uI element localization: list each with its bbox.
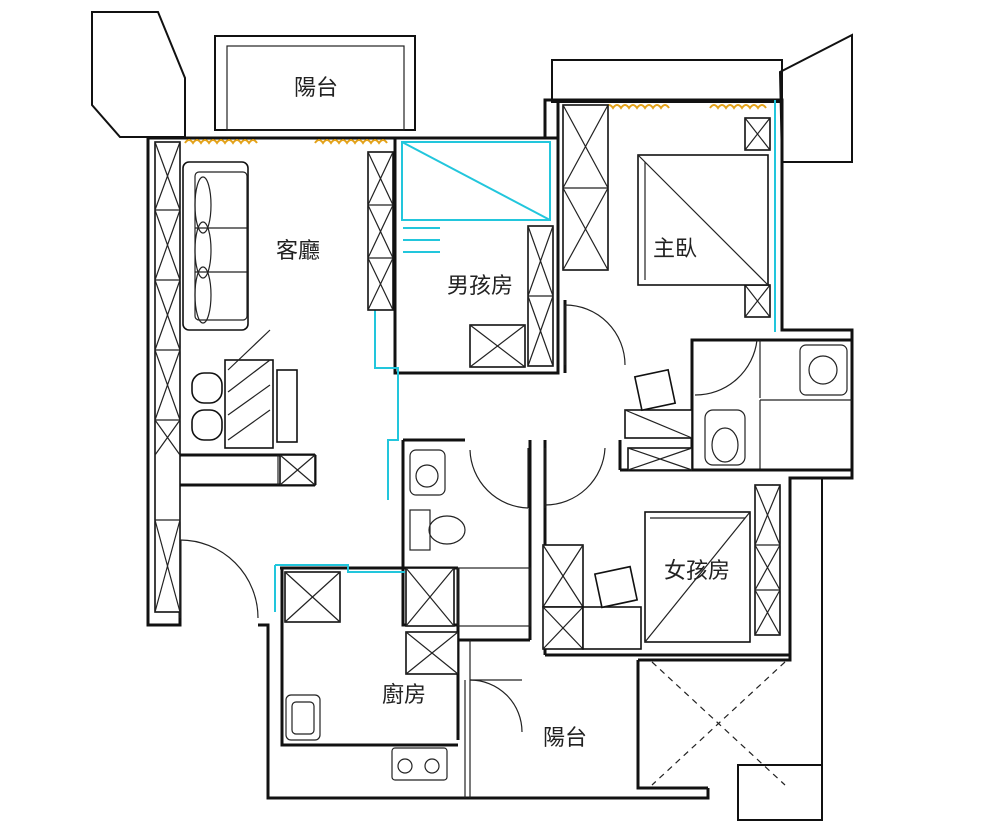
kitchen-fixtures bbox=[285, 694, 448, 781]
void-balcony bbox=[651, 661, 786, 786]
label-kitchen: 廚房 bbox=[382, 683, 426, 708]
doors bbox=[179, 304, 761, 733]
master-bath-fixtures bbox=[704, 344, 848, 466]
girls-bed bbox=[644, 511, 751, 643]
living-left-cabinets bbox=[154, 141, 181, 613]
guest-bath-fixtures bbox=[405, 449, 531, 627]
exterior-walls bbox=[91, 11, 854, 821]
girls-room-cabinets bbox=[542, 484, 781, 650]
room-labels: 陽台 客廳 男孩房 主臥 女孩房 廚房 陽台 bbox=[276, 76, 730, 751]
master-wardrobe bbox=[562, 104, 771, 318]
label-balcony-top: 陽台 bbox=[294, 76, 338, 101]
label-master-bedroom: 主臥 bbox=[653, 237, 697, 262]
label-balcony-bottom: 陽台 bbox=[543, 726, 587, 751]
label-boys-room: 男孩房 bbox=[447, 274, 513, 299]
master-bed bbox=[637, 154, 769, 286]
sofa bbox=[182, 161, 249, 331]
label-living-room: 客廳 bbox=[276, 239, 320, 264]
boys-room-cabinets bbox=[469, 225, 554, 368]
living-right-cabinet bbox=[367, 151, 394, 311]
kitchen-cabinets bbox=[279, 454, 459, 675]
label-girls-room: 女孩房 bbox=[664, 559, 730, 584]
master-desk-cabinets bbox=[624, 368, 693, 471]
dining-set bbox=[191, 329, 298, 449]
